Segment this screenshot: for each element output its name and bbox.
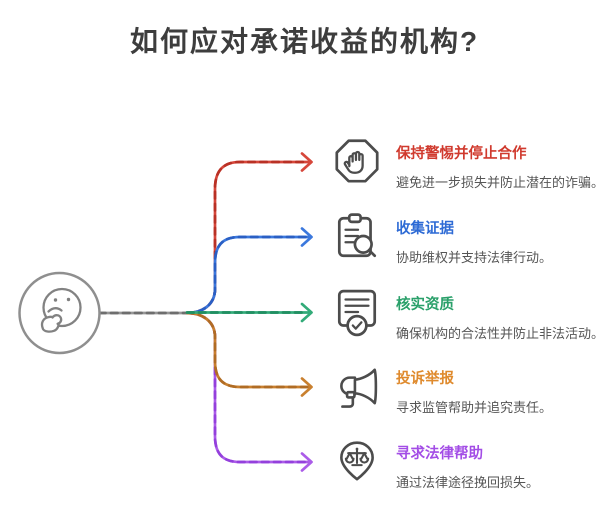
clipboard-search-icon: [337, 213, 377, 258]
branch-title: 保持警惕并停止合作: [396, 146, 527, 162]
branch-line-file-complaint: [185, 311, 313, 397]
branch-description: 确保机构的合法性并防止非法活动。: [396, 325, 605, 341]
branch-title: 投诉举报: [396, 371, 454, 387]
branch-title: 收集证据: [396, 221, 454, 237]
stop-hand-icon: [335, 139, 379, 183]
thinking-face-icon: [40, 287, 82, 333]
branch-line-stay-alert: [185, 152, 313, 315]
megaphone-icon: [340, 368, 378, 408]
branch-row: 核实资质 确保机构的合法性并防止非法活动。: [396, 297, 606, 341]
document-check-icon: [337, 289, 377, 336]
branch-description: 避免进一步损失并防止潜在的诈骗。: [396, 175, 605, 190]
branch-description: 协助维权并支持法律行动。: [396, 250, 553, 265]
scales-pin-icon: [340, 441, 374, 481]
branch-row: 寻求法律帮助 通过法律途径挽回损失。: [396, 446, 606, 490]
branch-row: 收集证据 协助维权并支持法律行动。: [396, 221, 606, 265]
branch-title: 寻求法律帮助: [396, 446, 483, 462]
branch-description: 寻求监管帮助并追究责任。: [396, 400, 553, 415]
page-title: 如何应对承诺收益的机构?: [129, 26, 480, 57]
branch-description: 通过法律途径挽回损失。: [396, 475, 540, 490]
branch-line-collect-evidence: [185, 227, 313, 315]
branch-row: 投诉举报 寻求监管帮助并追究责任。: [396, 371, 606, 415]
branch-row: 保持警惕并停止合作 避免进一步损失并防止潜在的诈骗。: [396, 146, 606, 190]
branch-line-verify-credentials: [185, 302, 313, 323]
center-node: [18, 271, 101, 355]
branch-line-seek-legal-help: [185, 311, 313, 472]
branch-title: 核实资质: [396, 296, 454, 313]
